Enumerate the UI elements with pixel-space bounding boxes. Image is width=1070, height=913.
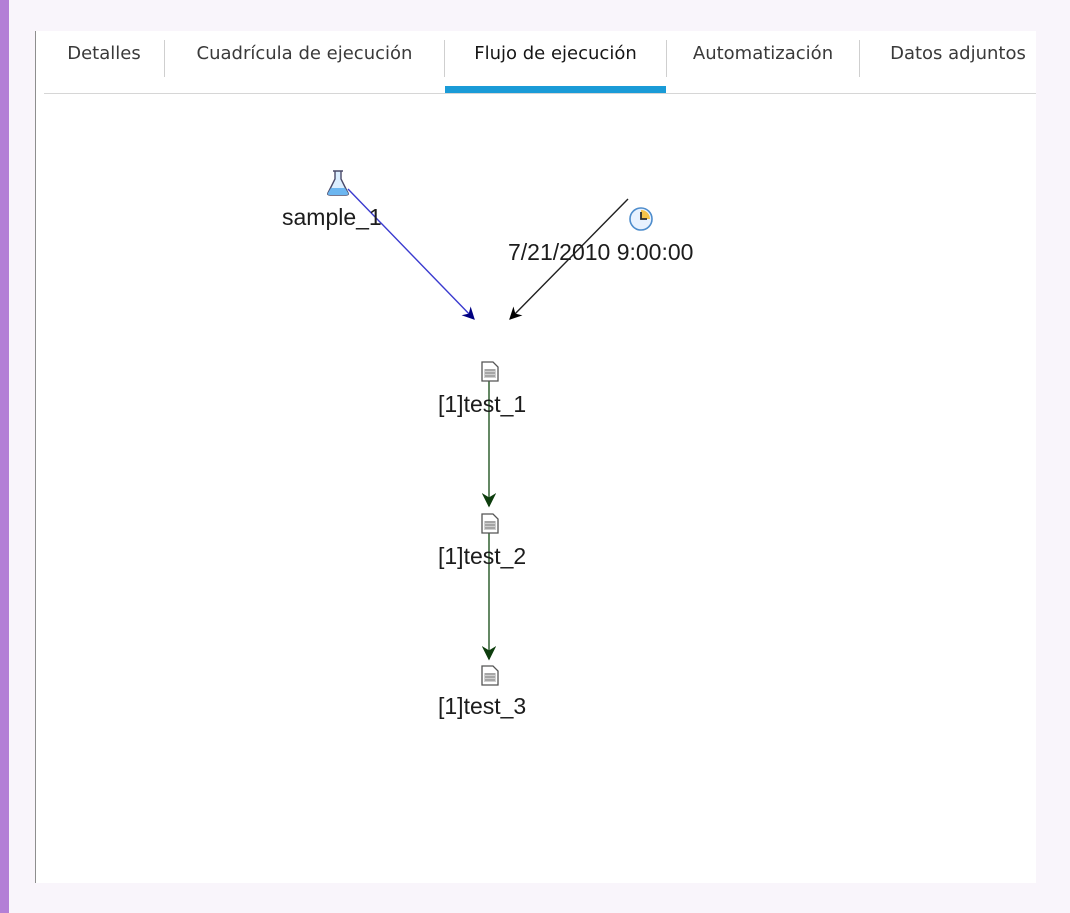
window-accent-bar [0,0,9,913]
flask-icon [327,170,349,196]
tab-detalles[interactable]: Detalles [67,43,141,64]
tab-separator [859,40,860,77]
flow-node-label: [1]test_1 [438,391,527,417]
test-document-icon [481,665,499,686]
edge-schedule-to-test1 [509,198,629,320]
test-document-icon [481,361,499,382]
flow-node-label: sample_1 [282,204,382,230]
tab-automatizacion[interactable]: Automatización [692,43,834,64]
tab-separator [444,40,445,77]
flow-node-label: [1]test_3 [438,693,527,719]
clock-icon [629,207,653,231]
execution-panel: Detalles Cuadrícula de ejecución Flujo d… [35,31,1036,883]
flow-node-label: [1]test_2 [438,543,527,569]
tab-separator [666,40,667,77]
edge-sample-to-test1 [347,188,475,320]
tab-separator [164,40,165,77]
tab-datos-adjuntos[interactable]: Datos adjuntos [890,43,1026,64]
tab-strip: Detalles Cuadrícula de ejecución Flujo d… [44,31,1036,94]
tab-flujo-de-ejecucion[interactable]: Flujo de ejecución [445,31,666,93]
flow-canvas: sample_1 7/21/2010 9:00:00 [1]test_1 [36,94,1036,883]
test-document-icon [481,513,499,534]
tab-cuadricula-de-ejecucion[interactable]: Cuadrícula de ejecución [196,43,413,64]
flow-node-label: 7/21/2010 9:00:00 [508,239,694,265]
flow-edges [347,188,629,661]
